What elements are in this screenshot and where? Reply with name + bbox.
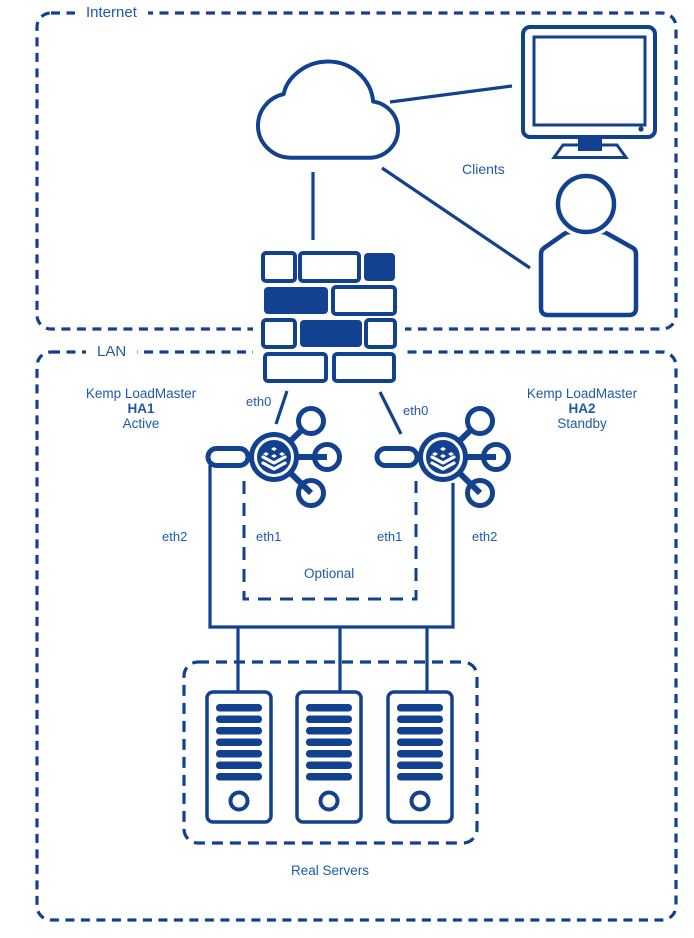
ha1-eth2-label: eth2 bbox=[162, 529, 188, 544]
connector-cloud-person bbox=[381, 166, 531, 270]
ha2-eth1-label: eth1 bbox=[377, 529, 403, 544]
connector-firewall-ha1-eth0 bbox=[274, 390, 289, 425]
internet-zone-label: Internet bbox=[75, 4, 148, 21]
ha1-state: Active bbox=[122, 416, 160, 431]
server-icon-3 bbox=[386, 690, 454, 824]
ha2-eth0-label: eth0 bbox=[403, 403, 429, 418]
clients-label: Clients bbox=[462, 161, 505, 177]
connector-cloud-monitor bbox=[389, 84, 513, 104]
ha2-eth2-label: eth2 bbox=[472, 529, 498, 544]
ha2-name: Kemp LoadMaster bbox=[526, 386, 638, 401]
connector-eth2-bus bbox=[208, 465, 455, 629]
ha2-id: HA2 bbox=[568, 401, 596, 416]
ha1-eth1-label: eth1 bbox=[256, 529, 282, 544]
lan-zone-label: LAN bbox=[86, 343, 138, 360]
loadmaster-ha1-label: Kemp LoadMaster HA1 Active bbox=[66, 386, 216, 431]
server-icon-1 bbox=[205, 690, 273, 824]
firewall-icon bbox=[253, 246, 405, 388]
ha1-id: HA1 bbox=[127, 401, 155, 416]
optional-link-border bbox=[242, 481, 418, 601]
real-servers-border bbox=[182, 660, 479, 845]
server-icon-2 bbox=[295, 690, 363, 824]
loadmaster-icon-ha1 bbox=[208, 409, 340, 506]
ha1-eth0-label: eth0 bbox=[246, 394, 272, 409]
ha1-name: Kemp LoadMaster bbox=[85, 386, 197, 401]
ha2-state: Standby bbox=[557, 416, 607, 431]
real-servers-label: Real Servers bbox=[290, 863, 370, 878]
loadmaster-ha2-label: Kemp LoadMaster HA2 Standby bbox=[507, 386, 657, 431]
monitor-icon bbox=[521, 25, 657, 159]
lan-zone-border bbox=[35, 350, 678, 922]
person-icon bbox=[538, 170, 639, 318]
cloud-icon bbox=[258, 62, 398, 158]
optional-label: Optional bbox=[304, 566, 355, 581]
connector-firewall-ha2-eth0 bbox=[378, 391, 403, 435]
